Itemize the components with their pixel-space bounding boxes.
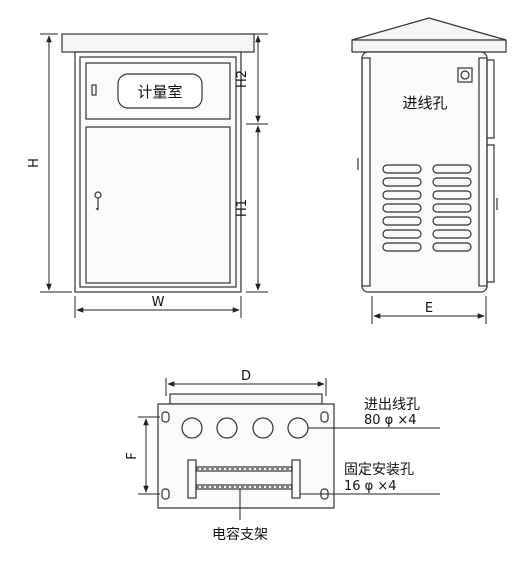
meter-window (85, 62, 231, 120)
side-roof (351, 17, 507, 53)
inlet-marker-box (457, 67, 473, 83)
fix-hole-icon (161, 411, 170, 423)
front-view (61, 33, 255, 293)
side-post-right (478, 57, 488, 287)
meter-window-latch (91, 84, 97, 96)
base-plate (157, 403, 335, 509)
capacitor-rack-label: 电容支架 (212, 526, 268, 543)
fix-hole-spec: 16 φ ×4 (344, 479, 397, 494)
side-body (361, 51, 488, 293)
depth-side-label: E (425, 301, 433, 316)
meter-room-label: 计量室 (137, 83, 182, 101)
front-roof (61, 33, 255, 53)
side-f-label: F (125, 452, 140, 459)
lower-door (85, 126, 231, 284)
depth-top-label: D (241, 369, 251, 384)
height-upper-label: H2 (235, 70, 250, 88)
louvre-right (432, 164, 472, 252)
inlet-marker-icon (460, 70, 470, 80)
width-label: W (152, 295, 165, 310)
rack-post-left (187, 459, 197, 499)
height-lower-label: H1 (235, 199, 250, 217)
base-rim (169, 393, 323, 405)
base-view (157, 393, 335, 509)
side-view (351, 17, 507, 293)
cable-hole-icon (181, 417, 203, 439)
door-handle-tip (95, 207, 99, 211)
io-hole-spec: 80 φ ×4 (364, 413, 417, 428)
fix-hole-icon (161, 488, 170, 500)
louvre-left (382, 164, 422, 252)
io-hole-label: 进出线孔 (364, 397, 420, 413)
side-hinge-top (487, 59, 495, 139)
fix-hole-icon (320, 411, 329, 423)
dim-depth-side (371, 296, 487, 324)
fix-hole-label: 固定安装孔 (344, 462, 414, 478)
side-post-left (361, 57, 371, 287)
inlet-hole-label: 进线孔 (402, 94, 447, 112)
front-body-inner (79, 56, 237, 288)
dim-height-parts (246, 33, 268, 293)
cable-hole-icon (252, 417, 274, 439)
rack-post-right (291, 459, 301, 499)
height-total-label: H (27, 158, 42, 168)
dim-width (74, 296, 242, 318)
meter-label-box (117, 73, 203, 109)
dim-height-total (40, 33, 72, 293)
cable-hole-icon (216, 417, 238, 439)
dim-f (138, 416, 160, 495)
side-hinge-bottom (487, 144, 495, 283)
dim-depth-top (165, 378, 327, 396)
